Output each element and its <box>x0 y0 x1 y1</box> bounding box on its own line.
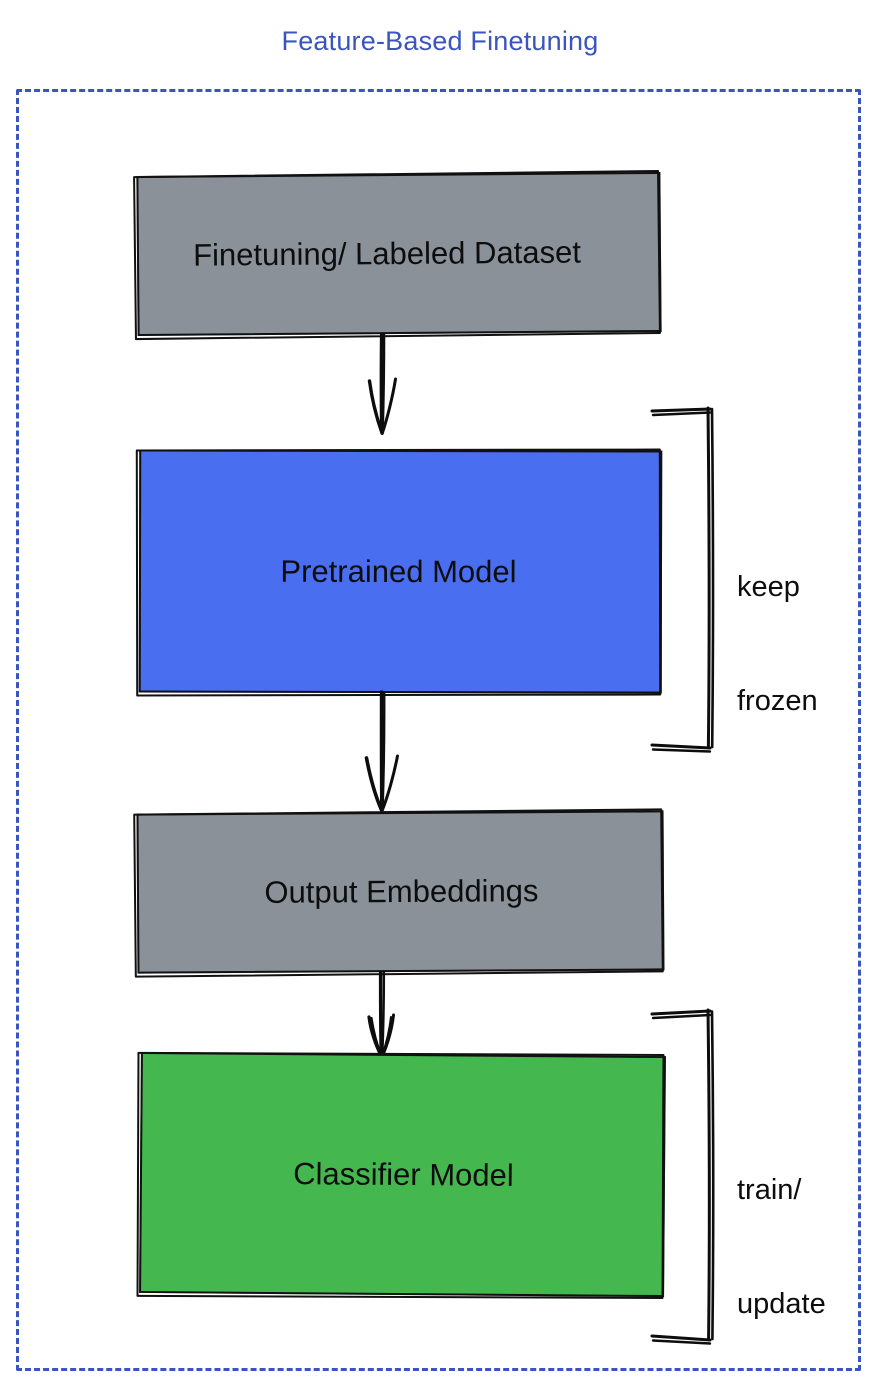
dashed-boundary-frame <box>16 89 861 1371</box>
node-finetuning-labeled-dataset[interactable]: Finetuning/ Labeled Dataset <box>136 171 662 337</box>
annotation-keep-frozen-line2: frozen <box>737 685 818 717</box>
node-label-pretrained: Pretrained Model <box>280 553 517 589</box>
node-classifier-model[interactable]: Classifier Model <box>139 1051 666 1298</box>
page-title: Feature-Based Finetuning <box>281 26 599 56</box>
annotation-train-update: train/ update <box>737 1095 826 1393</box>
node-label-embeddings: Output Embeddings <box>264 873 539 910</box>
annotation-train-update-line2: update <box>737 1288 826 1320</box>
annotation-keep-frozen: keep frozen <box>737 492 818 796</box>
node-output-embeddings[interactable]: Output Embeddings <box>136 810 665 974</box>
node-pretrained-model[interactable]: Pretrained Model <box>138 449 663 694</box>
node-label-dataset: Finetuning/ Labeled Dataset <box>192 234 582 273</box>
annotation-train-update-line1: train/ <box>737 1174 802 1206</box>
node-label-classifier: Classifier Model <box>293 1155 514 1193</box>
annotation-keep-frozen-line1: keep <box>737 571 800 603</box>
